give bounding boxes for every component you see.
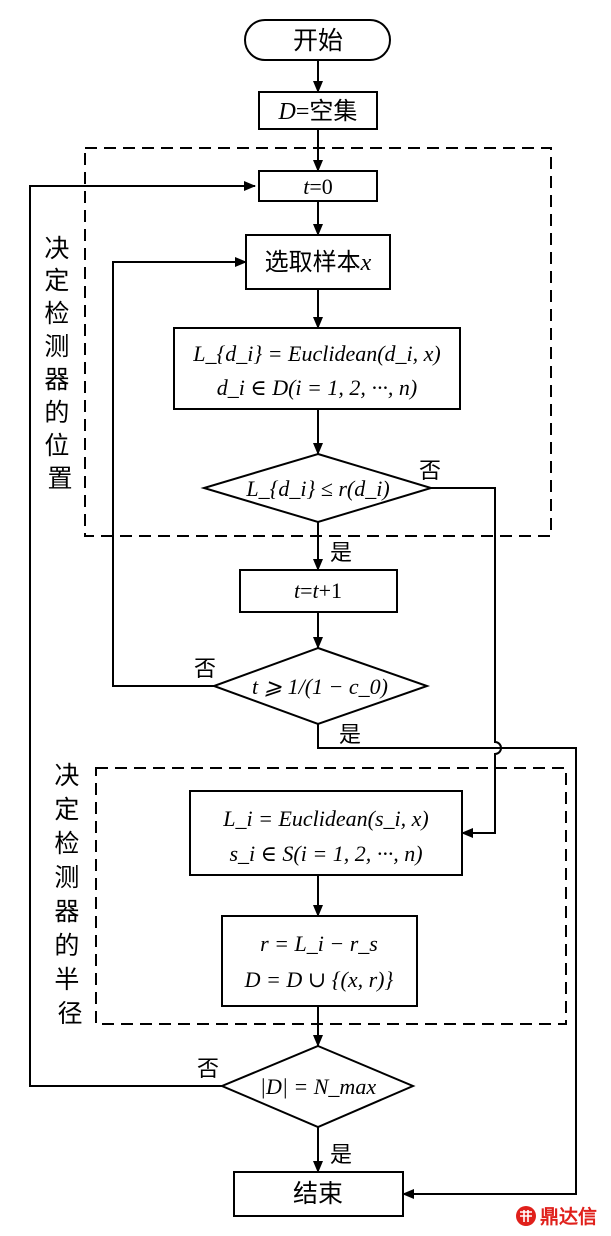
start-label: 开始 [293, 27, 343, 55]
init-set-label: D=空集 [278, 98, 358, 125]
init-set-node [258, 91, 378, 130]
counter-increment-label: t=t+1 [294, 578, 342, 603]
start-node [244, 19, 391, 61]
self-distance-line1: L_i = Euclidean(s_i, x) [222, 806, 428, 831]
select-sample-label: 选取样本x [265, 249, 372, 276]
end-label: 结束 [293, 1180, 343, 1208]
cond3-yes-label: 是 [330, 1142, 352, 1167]
coverage-decision [200, 452, 435, 524]
radius-node [221, 915, 418, 1007]
size-decision [219, 1044, 416, 1129]
self-distance-line2: s_i ∈ S(i = 1, 2, ···, n) [229, 841, 422, 866]
counter-decision-label: t ⩾ 1/(1 − c_0) [252, 674, 388, 699]
cond3-no-label: 否 [197, 1056, 219, 1081]
group-label-radius: 决 定 检 测 器 的 半 径 [54, 762, 85, 1028]
detector-distance-node [173, 327, 461, 410]
detector-distance-line2: d_i ∈ D(i = 1, 2, ···, n) [217, 375, 417, 400]
counter-increment-node [239, 569, 398, 613]
select-sample-node [245, 234, 391, 290]
detector-distance-line1: L_{d_i} = Euclidean(d_i, x) [192, 341, 441, 366]
group-label-position: 决 定 检 测 器 的 位 置 [44, 235, 75, 493]
radius-line1: r = L_i − r_s [260, 931, 378, 956]
radius-line2: D = D ∪ {(x, r)} [244, 967, 394, 992]
watermark-text: 鼎达信 [540, 1205, 597, 1228]
group-box-radius [95, 767, 567, 1025]
self-distance-node [189, 790, 463, 876]
arrow-cond3-no-loop [29, 181, 256, 1087]
arrow-cond2-no-loop [112, 257, 247, 687]
end-node [233, 1171, 404, 1217]
arrow-cond2-yes-to-end [317, 724, 577, 1199]
cond2-yes-label: 是 [339, 722, 361, 747]
counter-init-label: t=0 [303, 174, 333, 199]
arrow-cond1-no-to-dist2 [431, 487, 502, 838]
coverage-decision-label: L_{d_i} ≤ r(d_i) [245, 476, 389, 501]
counter-decision [211, 646, 431, 726]
size-decision-label: |D| = N_max [260, 1074, 376, 1099]
counter-init-node [258, 170, 378, 202]
cond1-yes-label: 是 [330, 540, 352, 565]
watermark-logo: 鼎达信 [516, 1205, 597, 1228]
cond2-no-label: 否 [194, 656, 216, 681]
cond1-no-label: 否 [419, 458, 441, 483]
